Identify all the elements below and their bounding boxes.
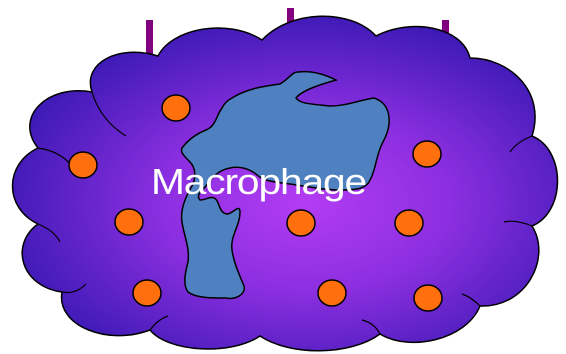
- granule: [115, 209, 143, 235]
- granule: [414, 285, 442, 311]
- granule: [162, 95, 190, 121]
- granule: [69, 152, 97, 178]
- granule: [287, 210, 315, 236]
- granule: [318, 280, 346, 306]
- granule: [413, 141, 441, 167]
- granule: [133, 280, 161, 306]
- cell-label: Macrophage: [151, 161, 366, 202]
- granule: [395, 210, 423, 236]
